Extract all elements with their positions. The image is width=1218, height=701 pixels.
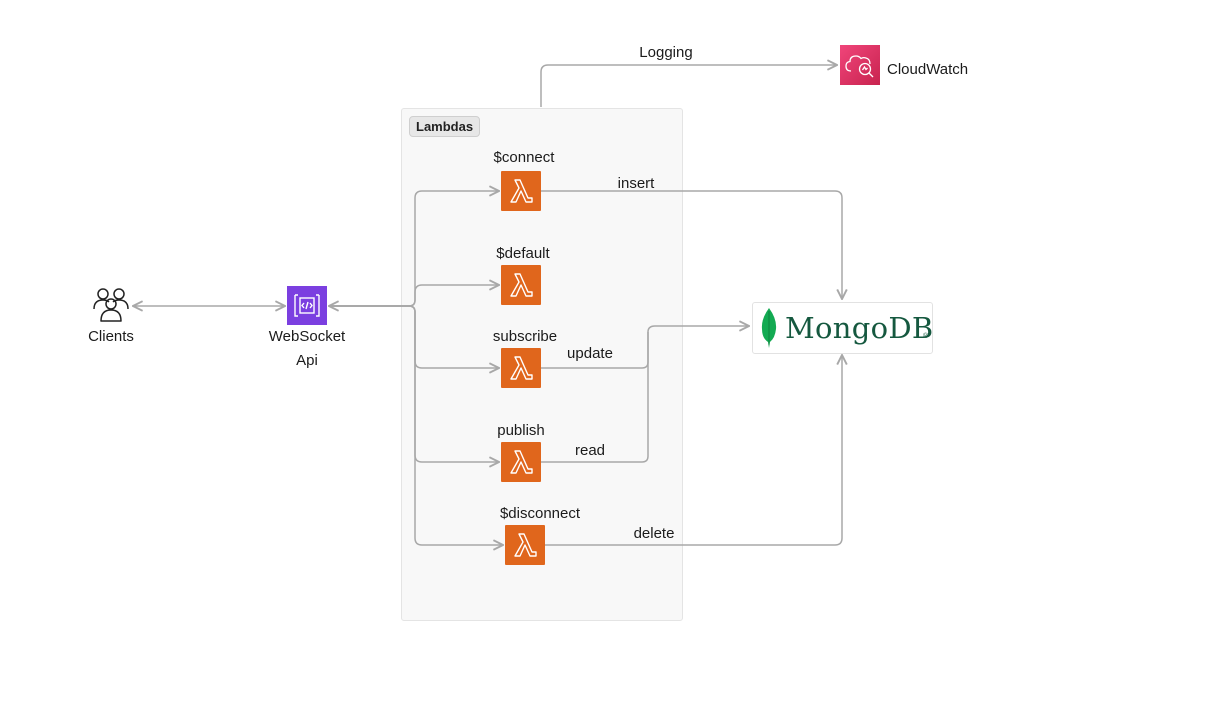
- lambda-icon: [501, 171, 541, 211]
- edge-label-update: update: [567, 345, 613, 362]
- mongodb-wordmark: MongoDB: [785, 311, 934, 345]
- users-icon: [91, 285, 131, 325]
- edge-logging: [540, 65, 837, 107]
- edge-insert: [541, 190, 842, 299]
- clients-label: Clients: [88, 328, 134, 345]
- mongodb-leaf-icon: [761, 308, 777, 348]
- lambda-icon: [501, 348, 541, 388]
- edge-read: [541, 332, 649, 463]
- cloudwatch-icon: [840, 45, 880, 85]
- edge-label-insert: insert: [617, 175, 655, 192]
- api-label-line2: Api: [296, 352, 318, 369]
- mongodb-node: MongoDB ®: [752, 302, 933, 354]
- group-title: Lambdas: [409, 116, 481, 137]
- edge-delete: [545, 355, 842, 546]
- lambda-label-subscribe: subscribe: [492, 328, 558, 345]
- lambda-label-default: $default: [496, 245, 550, 262]
- edge-label-logging: Logging: [639, 44, 693, 61]
- edge-api-connect: [329, 191, 499, 306]
- edge-api-publish: [329, 305, 499, 462]
- lambda-label-connect: $connect: [493, 149, 555, 166]
- edge-api-default: [329, 285, 499, 307]
- registered-mark: ®: [923, 333, 929, 340]
- edge-label-delete: delete: [633, 525, 675, 542]
- lambda-label-disconnect: $disconnect: [499, 505, 581, 522]
- cloudwatch-label: CloudWatch: [887, 61, 969, 78]
- edge-label-read: read: [574, 442, 606, 459]
- lambda-label-publish: publish: [497, 422, 545, 439]
- lambda-icon: [501, 265, 541, 305]
- edge-api-disconnect: [329, 305, 503, 545]
- api-gateway-icon: [287, 286, 327, 325]
- edge-api-subscribe: [329, 305, 499, 368]
- lambda-icon: [505, 525, 545, 565]
- lambda-icon: [501, 442, 541, 482]
- api-label-line1: WebSocket: [268, 328, 346, 345]
